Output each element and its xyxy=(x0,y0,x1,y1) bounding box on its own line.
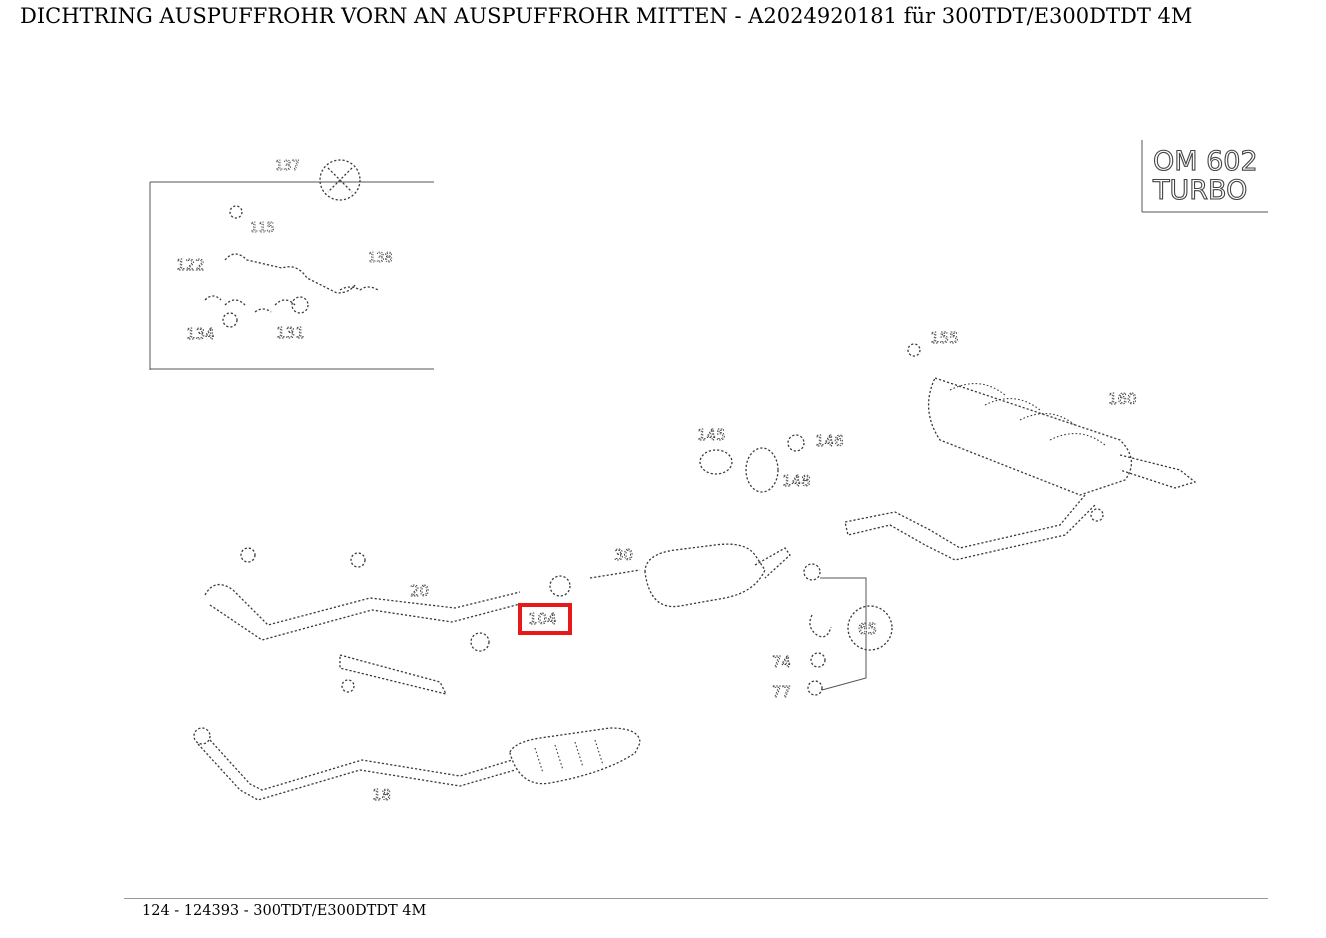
mounting-bracket: 65 74 77 xyxy=(772,563,893,701)
label-20: 20 xyxy=(410,582,429,600)
label-77: 77 xyxy=(772,683,791,701)
label-148: 148 xyxy=(782,472,811,490)
label-74: 74 xyxy=(772,653,791,671)
engine-line-2: TURBO xyxy=(1152,175,1247,206)
engine-designation-box: OM 602 TURBO xyxy=(1141,140,1268,213)
inset-label-134: 134 xyxy=(186,325,215,343)
front-exhaust-pipe: 20 xyxy=(204,547,641,695)
inset-detail: 137 115 122 138 134 131 xyxy=(149,159,434,370)
footer-text: 124 - 124393 - 300TDT/E300DTDT 4M xyxy=(142,903,427,919)
engine-line-1: OM 602 xyxy=(1153,146,1258,177)
inset-label-122: 122 xyxy=(176,256,205,274)
middle-muffler: 30 xyxy=(614,543,791,608)
label-65: 65 xyxy=(858,620,877,638)
inset-label-131: 131 xyxy=(276,324,305,342)
label-18: 18 xyxy=(372,786,391,804)
label-145: 145 xyxy=(697,426,726,444)
label-160: 160 xyxy=(1108,390,1137,408)
label-155: 155 xyxy=(930,329,959,347)
inset-label-137: 137 xyxy=(275,159,300,174)
footer-divider xyxy=(124,898,1268,899)
highlighted-part-104[interactable]: 104 xyxy=(518,603,572,635)
page-title: DICHTRING AUSPUFFROHR VORN AN AUSPUFFROH… xyxy=(20,4,1193,28)
inset-label-115: 115 xyxy=(250,221,275,236)
label-30: 30 xyxy=(614,546,633,564)
lower-exhaust-pipe: 18 xyxy=(193,727,641,804)
label-104[interactable]: 104 xyxy=(528,610,558,629)
rubber-hangers: 145 146 148 xyxy=(697,426,844,493)
inset-label-138: 138 xyxy=(368,251,393,266)
highlight-box xyxy=(518,603,572,635)
label-146: 146 xyxy=(815,432,844,450)
rear-muffler: 155 160 xyxy=(844,329,1197,561)
